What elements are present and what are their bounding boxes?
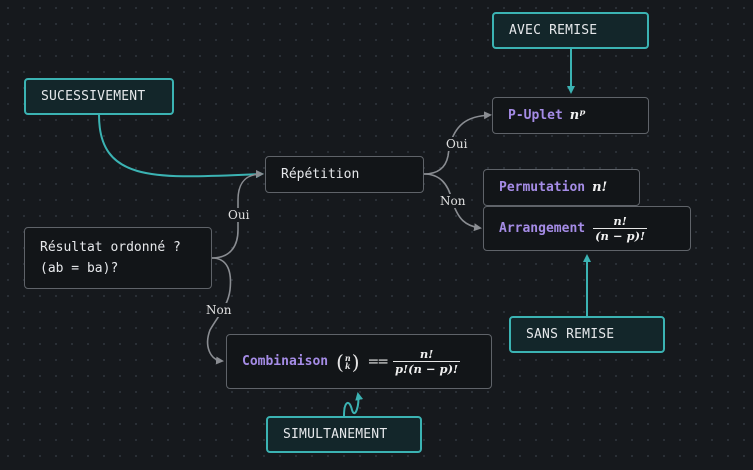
node-resultat-line2: (ab = ba)? [40, 261, 119, 276]
node-simultanement[interactable]: SIMULTANEMENT [266, 416, 422, 453]
edge-repetition-oui-puplet [423, 111, 492, 175]
node-successivement[interactable]: SUCESSIVEMENT [24, 78, 174, 115]
binom-top: n [344, 352, 351, 363]
node-avec-remise-label: AVEC REMISE [509, 23, 598, 38]
node-avec-remise[interactable]: AVEC REMISE [492, 12, 649, 49]
node-repetition[interactable]: Répétition [265, 156, 424, 193]
label-non-resultat: Non [204, 303, 234, 317]
node-puplet-label: P-Uplet [508, 108, 563, 123]
combinaison-numerator: n! [419, 346, 434, 361]
arrangement-numerator: n! [613, 213, 627, 228]
node-puplet-formula: nᵖ [569, 108, 586, 123]
node-permutation[interactable]: Permutation n! [483, 169, 640, 206]
node-combinaison-label: Combinaison [242, 354, 329, 369]
node-arrangement-fraction: n! (n − p)! [593, 213, 648, 243]
label-oui-resultat: Oui [226, 208, 252, 222]
node-sans-remise[interactable]: SANS REMISE [509, 316, 665, 353]
node-simultanement-label: SIMULTANEMENT [283, 427, 388, 442]
combinaison-denominator: p!(n − p)! [393, 360, 461, 376]
node-permutation-label: Permutation [499, 180, 586, 195]
node-puplet[interactable]: P-Uplet nᵖ [492, 97, 649, 134]
label-oui-repetition: Oui [444, 137, 470, 151]
node-sans-remise-label: SANS REMISE [526, 327, 615, 342]
node-successivement-label: SUCESSIVEMENT [41, 89, 146, 104]
node-resultat-line1: Résultat ordonné ? [40, 240, 181, 255]
edge-successivement-repetition [98, 114, 264, 179]
binom-bottom: k [345, 360, 351, 371]
arrangement-denominator: (n − p)! [593, 227, 648, 243]
node-arrangement-label: Arrangement [499, 221, 586, 236]
node-permutation-formula: n! [592, 180, 608, 195]
node-combinaison-fraction: n! p!(n − p)! [393, 346, 461, 376]
node-repetition-label: Répétition [281, 167, 360, 182]
node-arrangement[interactable]: Arrangement n! (n − p)! [483, 206, 691, 251]
node-combinaison-equals: == [367, 353, 390, 370]
node-resultat-ordonne[interactable]: Résultat ordonné ? (ab = ba)? [24, 227, 212, 289]
edge-simultanement-combinaison [343, 392, 364, 417]
label-non-repetition: Non [438, 194, 468, 208]
